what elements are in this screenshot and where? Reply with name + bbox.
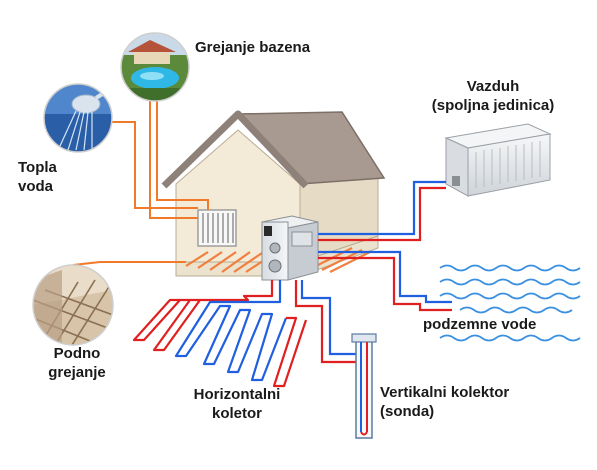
floor-tiles-photo-icon (32, 264, 114, 346)
house-gable-eave (161, 110, 309, 189)
shower-photo-icon (43, 83, 113, 153)
floor-heating-coils (185, 247, 371, 273)
label-air-outdoor-unit: Vazduh (spoljna jedinica) (431, 78, 555, 114)
vertical-collector (294, 280, 377, 439)
pool-photo-icon (120, 32, 190, 102)
label-hot-water: Topla voda (18, 159, 57, 195)
label-horizontal-collector: Horizontalni koletor (193, 386, 281, 422)
label-pool-heating: Grejanje bazena (195, 39, 311, 56)
radiator-icon (197, 209, 237, 247)
pipes-to-air-unit (318, 180, 446, 242)
outdoor-ac-unit-icon (444, 123, 552, 197)
label-floor-heating: Podno grejanje (48, 345, 106, 381)
horizontal-collector (132, 280, 308, 388)
groundwater-waves (439, 264, 581, 342)
label-vertical-collector: Vertikalni kolektor (sonda) (380, 384, 510, 420)
leader-lines (72, 100, 209, 266)
heat-pump-unit-icon (261, 215, 319, 281)
label-groundwater: podzemne vode (423, 316, 537, 333)
pipes-to-groundwater (318, 250, 452, 312)
